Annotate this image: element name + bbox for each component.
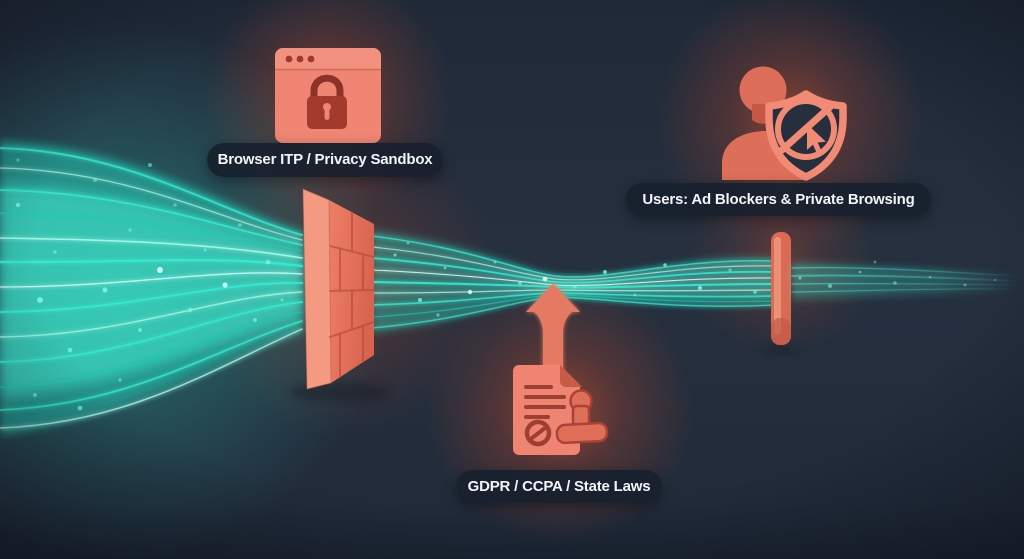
label-gdpr-ccpa-state-laws: GDPR / CCPA / State Laws [456, 470, 662, 503]
label-users-ad-blockers: Users: Ad Blockers & Private Browsing [626, 183, 931, 216]
label-browser-itp-privacy-sandbox: Browser ITP / Privacy Sandbox [207, 143, 443, 177]
